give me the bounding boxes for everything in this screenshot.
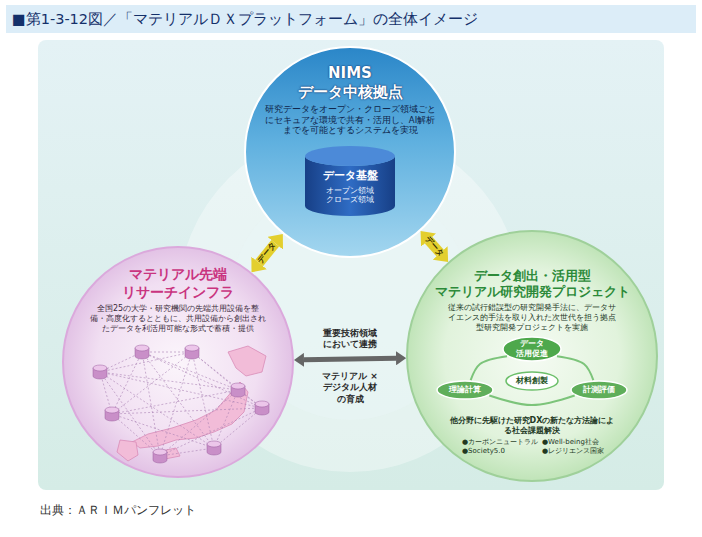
network-line [160,408,262,456]
network-line [142,352,214,448]
cycle-line [489,395,574,405]
network-line [112,414,214,448]
network-line [160,390,238,456]
ellipse-label: データ 活用促進 [514,339,550,359]
ellipse-label: 材料創製 [516,376,548,386]
circle-body: 全国25の大学・研究機関の先端共用設備を整備・高度化するとともに、共用設備から創… [90,304,266,334]
network-line [112,390,238,414]
network-line [142,352,192,353]
ellipse-label: 理論計算 [449,385,481,395]
goal-bullet: ●レジリエンス国家 [542,447,604,456]
network-line [160,352,192,456]
process-ellipse: データ 活用促進 [502,336,562,362]
network-line [100,372,214,448]
network-line [142,352,262,408]
center-note: マテリアル × デジタル人材 の育成 [321,371,379,405]
edge-label: データ [423,234,446,259]
hub-circle: データ基盤オープン領域 クローズ領域 NIMS データ中核拠点研究データをオープン… [244,46,456,258]
network-line [100,372,238,390]
network-line [192,352,214,448]
network-line [112,352,142,414]
facility-cylinder [135,345,149,359]
goal-bullet: ●Well-being社会 [542,438,599,447]
circle-heading: データ創出・活用型 マテリアル研究開発プロジェクト [435,268,629,299]
network-line [112,352,192,414]
edge-label: データ [256,241,279,266]
ellipse-label: 計測評価 [583,385,615,395]
source-caption: 出典：ＡＲＩＭパンフレット [40,503,196,518]
cylinder-sublabel: オープン領域 クローズ領域 [325,186,375,205]
process-ellipse: 材料創製 [505,371,559,391]
facility-cylinder [153,449,167,463]
circle-body: 研究データをオープン・クローズ領域ごとにセキュアな環境で共有・活用し、AI解析ま… [262,104,438,136]
network-line [142,352,160,456]
network-line [100,372,160,456]
link-arrow [304,358,396,360]
facility-cylinder [93,365,107,379]
project-circle: データ 活用促進材料創製理論計算 計測評価 データ創出・活用型 マテリアル研究開発プ… [406,230,658,482]
circle-heading: NIMS データ中核拠点 [294,64,406,102]
process-ellipse: 計測評価 [570,380,628,400]
network-line [214,390,238,448]
network-line [100,372,262,408]
network-line [160,448,214,456]
network-line [192,352,262,408]
figure-title: ■第1-3-12図／「マテリアルＤＸプラットフォーム」の全体イメージ [12,10,478,28]
facility-cylinder [185,345,199,359]
goal-bullet: ●Society5.0 [462,447,505,456]
circle-heading: マテリアル先端 リサーチインフラ [120,266,236,301]
network-line [112,408,262,414]
cycle-line [557,356,593,380]
network-line [214,408,262,448]
network-line [112,414,160,456]
database-cylinder: データ基盤オープン領域 クローズ領域 [305,146,395,216]
edge-label: 重要技術領域において連携 [322,328,378,351]
facility-cylinder [207,441,221,455]
goal-bullet: ●カーボンニュートラル [462,438,538,447]
facility-cylinder [231,383,245,397]
cycle-line [471,356,507,380]
circle-body: 従来の試行錯誤型の研究開発手法に、データサイエンス的手法を取り入れた次世代を担う… [448,303,616,333]
facility-cylinder [105,407,119,421]
goal-text: 他分野に先駆けた研究DXの新たな方法論による社会課題解決 [448,416,616,436]
cylinder-label: データ基盤 [305,169,395,183]
facility-cylinder [255,401,269,415]
process-ellipse: 理論計算 [436,380,494,400]
